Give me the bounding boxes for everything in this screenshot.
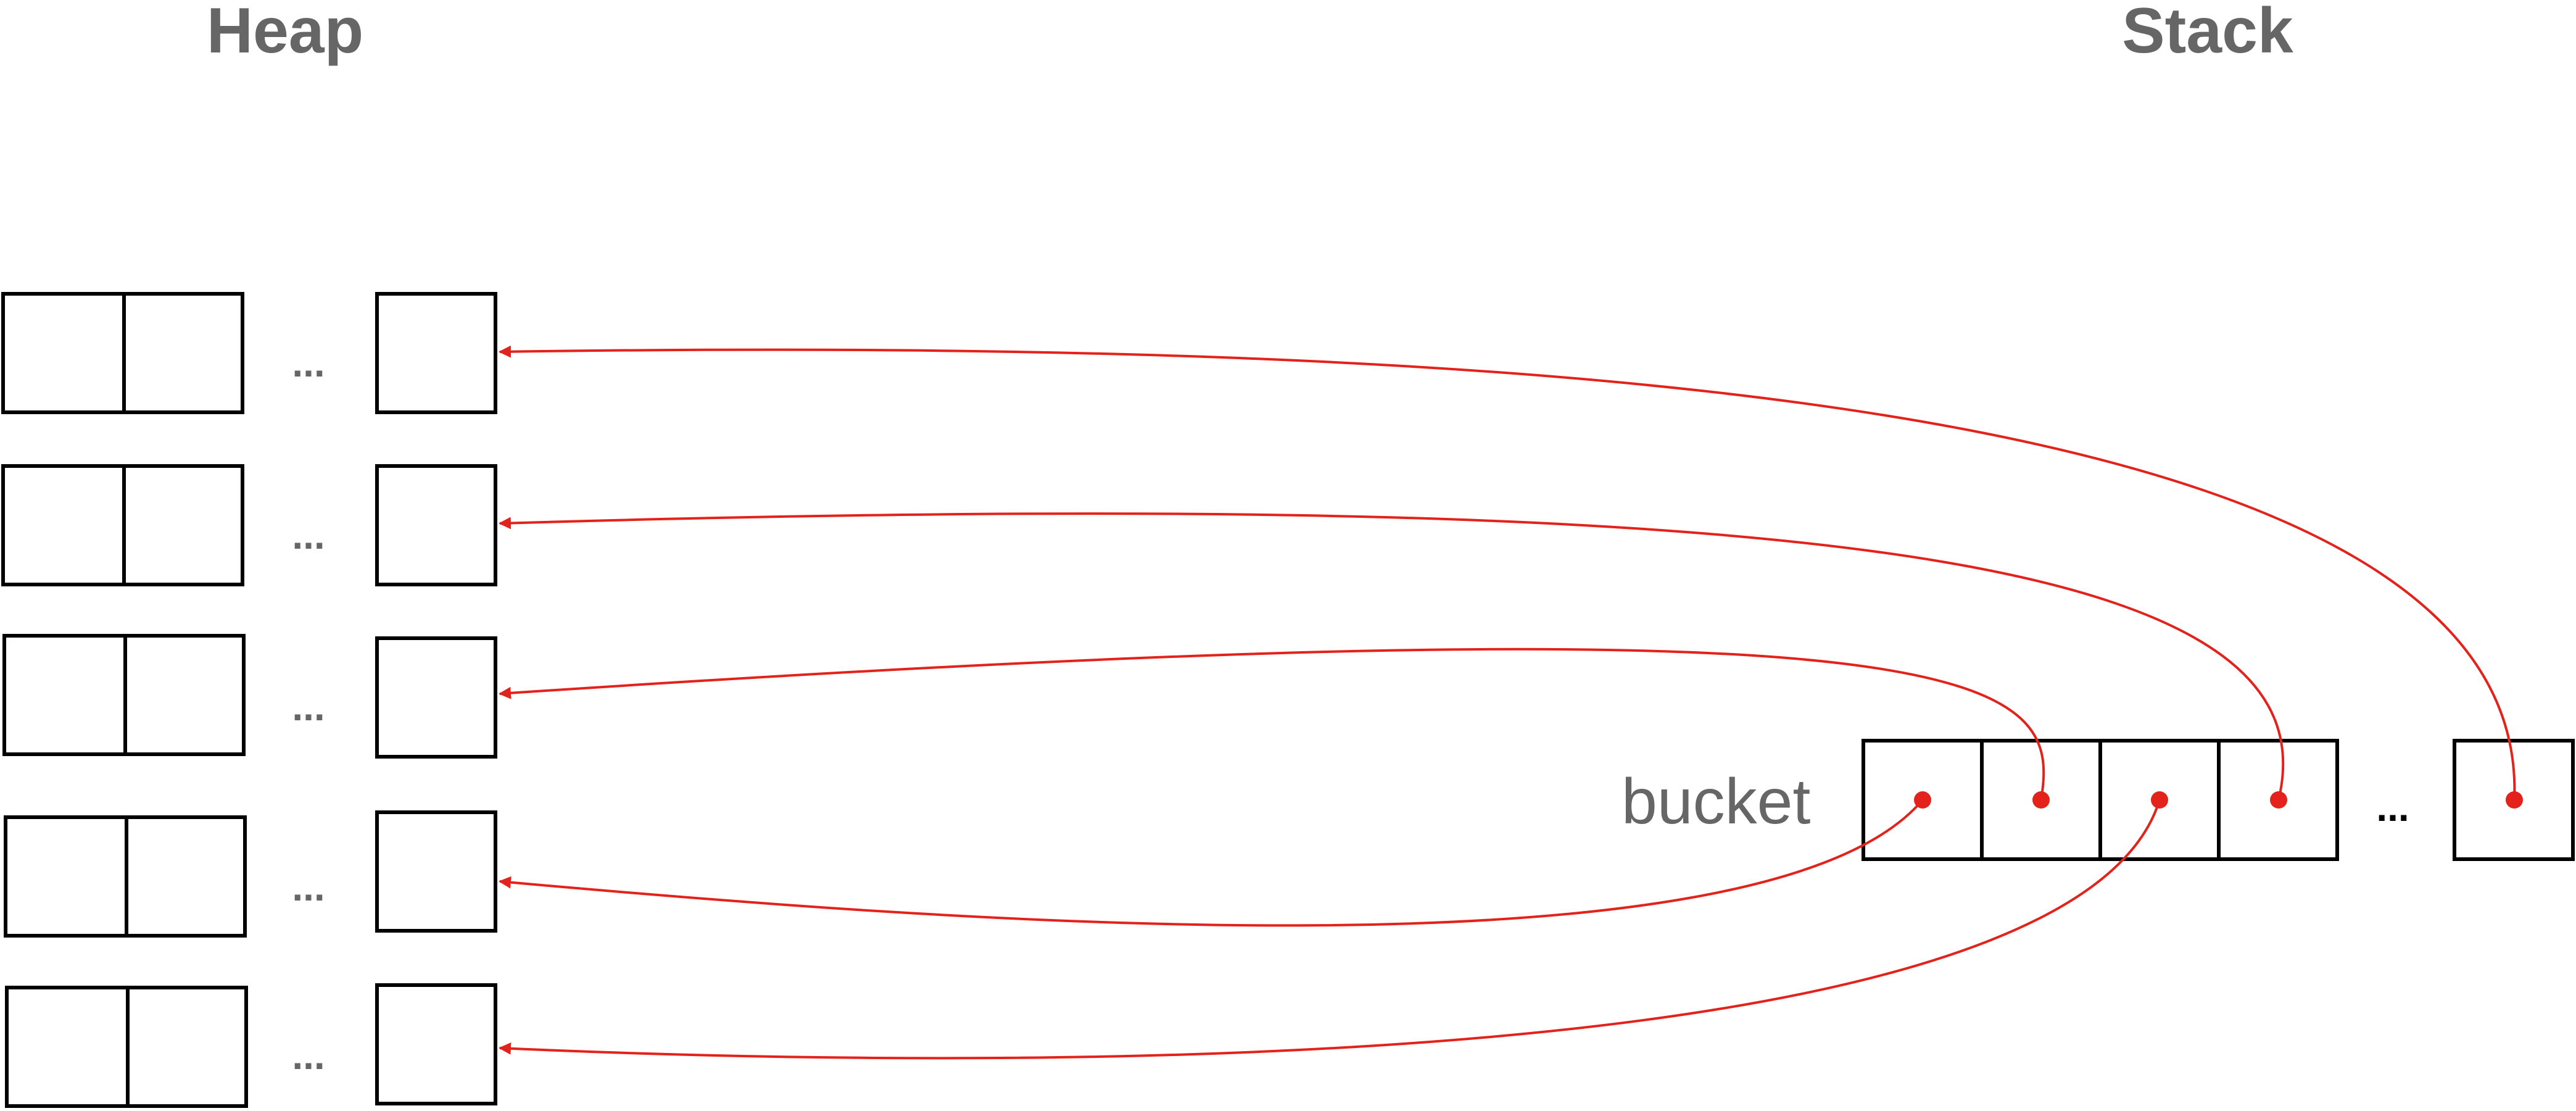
heap-row: ... (1, 464, 497, 586)
heap-cell (126, 986, 248, 1108)
heap-cell (122, 292, 244, 414)
heap-row: ... (2, 634, 497, 759)
heap-ellipsis: ... (292, 341, 325, 385)
heap-ellipsis: ... (292, 1033, 325, 1078)
heap-row: ... (5, 983, 497, 1108)
pointer-arrow (499, 799, 2161, 1060)
heap-cell (123, 634, 246, 756)
pointer-dot (2270, 791, 2287, 809)
heap-cell (1, 464, 126, 586)
heap-cell (1, 292, 126, 414)
heap-cell (375, 636, 497, 759)
heap-ellipsis: ... (292, 684, 325, 729)
heap-cell (2, 634, 127, 756)
pointer-arrow (499, 345, 2516, 801)
bucket-label: bucket (1621, 766, 1811, 838)
pointer-dot (2151, 791, 2168, 809)
heap-cell (375, 810, 497, 933)
heap-cell (4, 815, 128, 938)
stack-title: Stack (2122, 0, 2293, 67)
heap-ellipsis: ... (292, 865, 325, 909)
heap-cell (375, 983, 497, 1105)
heap-ellipsis: ... (292, 513, 325, 557)
heap-cell (5, 986, 130, 1108)
pointer-dot (2506, 791, 2523, 809)
pointer-arrow (499, 799, 1924, 927)
pointer-arrows (499, 345, 2516, 1060)
heap-title: Heap (207, 0, 363, 67)
heap-cell (375, 464, 497, 586)
heap-cell (375, 292, 497, 414)
heap-cell (122, 464, 244, 586)
pointer-arrow (499, 647, 2045, 801)
bucket-ellipsis: ... (2376, 785, 2409, 830)
pointer-dots (1914, 791, 2523, 809)
heap-row: ... (1, 292, 497, 414)
heap-cell (125, 815, 247, 938)
pointer-dot (1914, 791, 1931, 809)
pointer-dot (2032, 791, 2050, 809)
pointer-arrow (499, 512, 2285, 801)
heap-row: ... (4, 810, 497, 938)
bucket-array: ... (1862, 739, 2575, 861)
